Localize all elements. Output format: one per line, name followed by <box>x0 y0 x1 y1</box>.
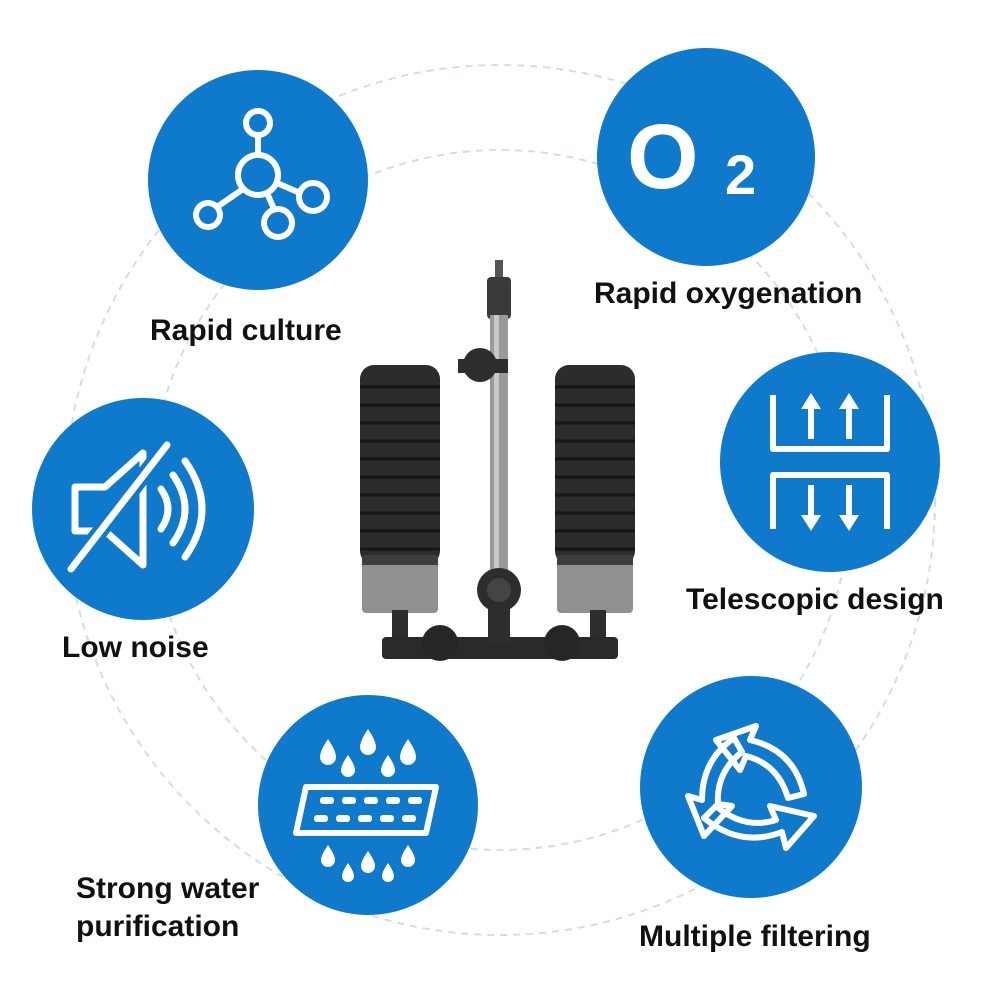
air-lift-tube <box>458 260 521 615</box>
water-purification-icon <box>293 729 439 882</box>
rapid-oxygenation-badge: O 2 <box>597 48 815 266</box>
rapid-culture-badge <box>148 70 368 290</box>
water-drops-bottom <box>321 845 415 882</box>
feature-label-rapid-culture: Rapid culture <box>150 314 342 347</box>
low-noise-badge <box>32 398 254 620</box>
feature-label-multiple-filtering: Multiple filtering <box>639 920 871 953</box>
right-sponge <box>555 365 635 613</box>
filter-mesh <box>293 784 439 836</box>
double-sponge-filter <box>360 260 635 661</box>
molecule-icon <box>193 108 330 240</box>
o2-icon: O 2 <box>627 106 756 208</box>
multiple-filtering-badge <box>640 676 862 898</box>
water-drops-top <box>320 729 416 777</box>
recycle-arrows-icon <box>685 723 817 851</box>
bottom-manifold <box>382 605 618 661</box>
feature-label-rapid-oxygenation: Rapid oxygenation <box>594 277 863 310</box>
feature-label-strong-water-purification: Strong water purification <box>76 872 260 943</box>
feature-label-low-noise: Low noise <box>62 631 209 664</box>
telescopic-arrows-icon <box>770 393 890 531</box>
feature-label-telescopic-design: Telescopic design <box>686 583 944 616</box>
water-purification-badge <box>258 695 478 915</box>
telescopic-design-badge <box>720 352 940 572</box>
mute-speaker-icon <box>63 439 206 577</box>
left-sponge <box>360 365 440 613</box>
o2-main-glyph: O <box>627 106 699 208</box>
o2-subscript-glyph: 2 <box>725 143 756 206</box>
